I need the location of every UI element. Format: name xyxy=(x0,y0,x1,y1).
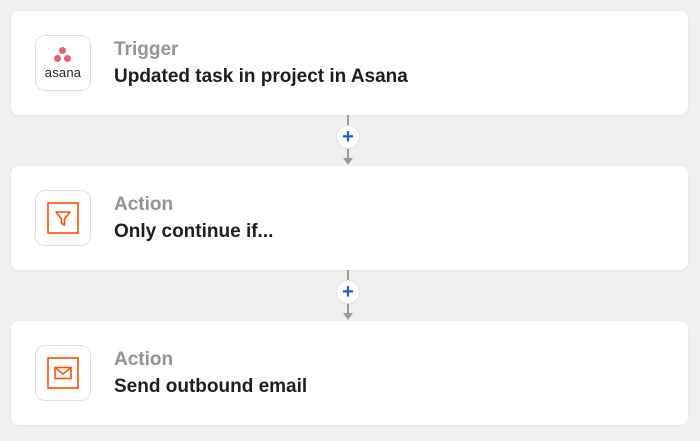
add-step-button[interactable]: + xyxy=(337,281,359,303)
filter-icon xyxy=(47,202,79,234)
arrow-down-icon xyxy=(343,158,353,165)
step-title: Updated task in project in Asana xyxy=(114,66,408,87)
add-step-button[interactable]: + xyxy=(337,126,359,148)
filter-app-icon xyxy=(35,190,91,246)
mail-icon xyxy=(47,357,79,389)
step-connector: + xyxy=(336,270,360,322)
email-step-card[interactable]: Action Send outbound email xyxy=(11,321,688,425)
step-type-label: Action xyxy=(114,194,174,215)
trigger-step-card[interactable]: asana Trigger Updated task in project in… xyxy=(11,11,688,115)
step-title: Only continue if... xyxy=(114,221,274,242)
step-title: Send outbound email xyxy=(114,376,308,397)
asana-dots-icon xyxy=(52,46,74,63)
email-app-icon xyxy=(35,345,91,401)
asana-logo-icon: asana xyxy=(35,35,91,91)
filter-step-card[interactable]: Action Only continue if... xyxy=(11,166,688,270)
asana-logo-text: asana xyxy=(44,64,82,80)
step-connector: + xyxy=(336,115,360,167)
step-type-label: Action xyxy=(114,349,174,370)
arrow-down-icon xyxy=(343,313,353,320)
step-type-label: Trigger xyxy=(114,39,179,60)
